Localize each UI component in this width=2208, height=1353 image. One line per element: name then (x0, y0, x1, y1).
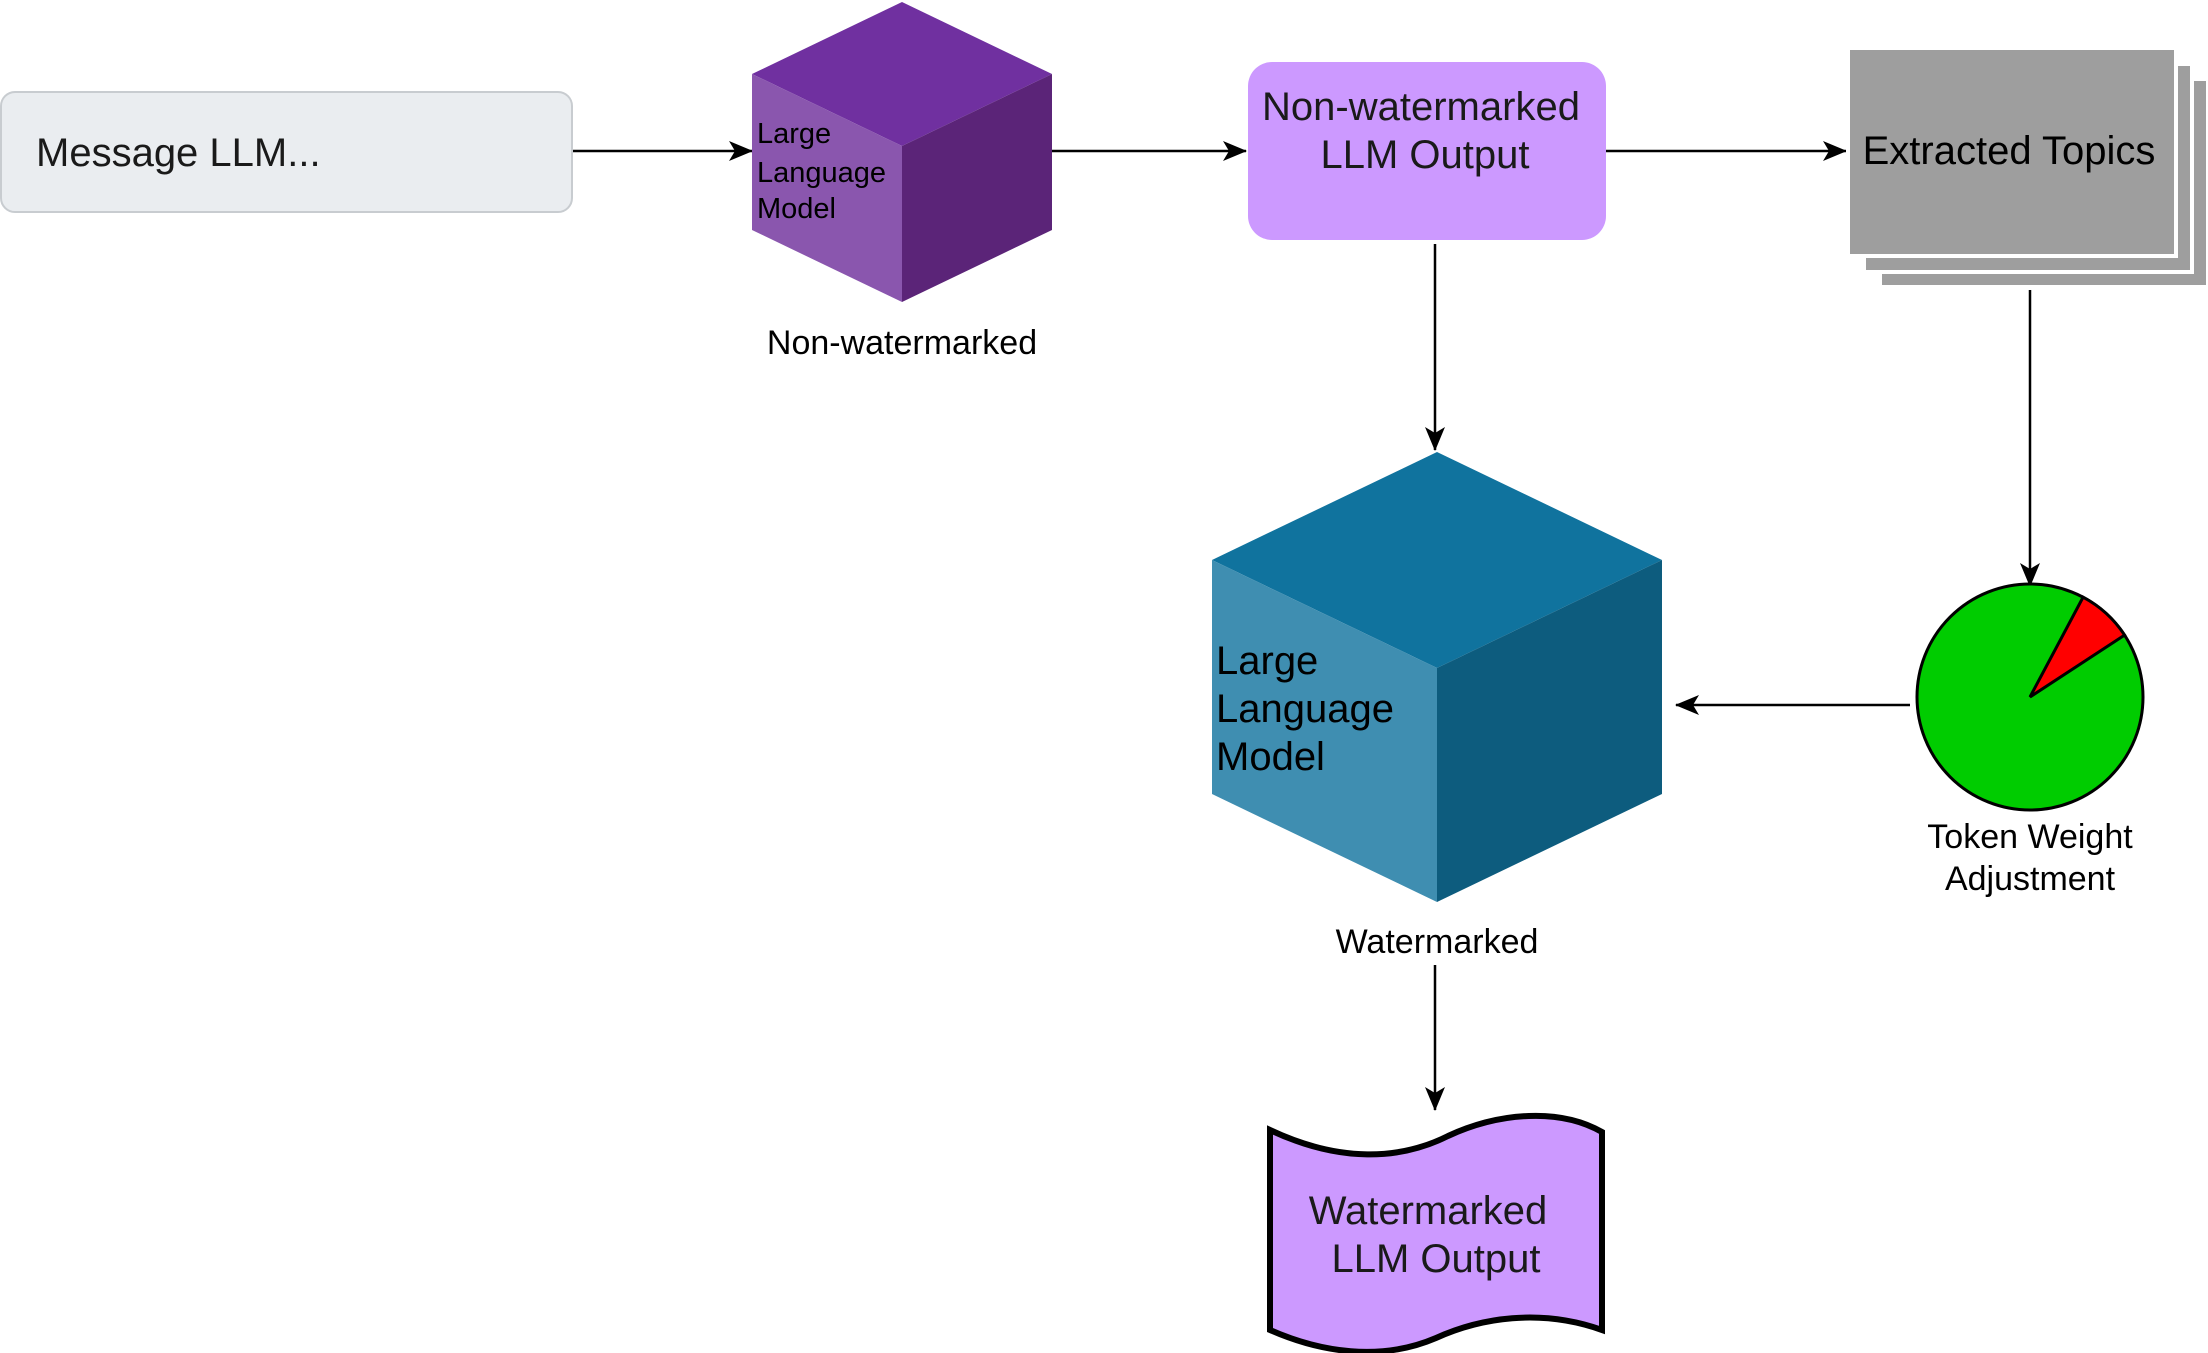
non-watermarked-output-line-1: Non-watermarked (1262, 85, 1580, 129)
non-watermarked-output-box: Non-watermarked LLM Output (1248, 62, 1606, 240)
llm-label-line-2: Language (1216, 687, 1394, 731)
llm-label-line-3: Model (1216, 735, 1325, 779)
cube-right-face (902, 74, 1052, 302)
message-input-box[interactable]: Message LLM... (0, 91, 573, 213)
token-weight-caption-line-1: Token Weight (1927, 818, 2133, 856)
watermarked-output-document: Watermarked LLM Output (1267, 1112, 1605, 1353)
watermarked-output-line-1: Watermarked (1309, 1189, 1548, 1233)
watermarked-output-line-2: LLM Output (1331, 1237, 1540, 1281)
token-weight-pie (1915, 582, 2145, 812)
connectors (572, 141, 2040, 1111)
llm-non-watermarked-caption: Non-watermarked (767, 324, 1037, 362)
message-input-placeholder: Message LLM... (36, 131, 321, 175)
llm-watermarked-cube: Large Language Model (1212, 452, 1662, 902)
cube-left-face (752, 74, 902, 302)
pie-red-slice (2028, 595, 2127, 699)
llm-label-line-1: Large (757, 118, 831, 150)
llm-label-line-3: Model (757, 193, 836, 225)
extracted-topics-stack: Extracted Topics (1846, 46, 2208, 289)
cube-right-face (1437, 560, 1662, 902)
cube-left-face (1212, 560, 1437, 902)
llm-label-line-2: Language (757, 157, 886, 189)
non-watermarked-output-shape (1248, 62, 1606, 240)
message-input-shape[interactable] (0, 91, 573, 213)
non-watermarked-output-line-2: LLM Output (1320, 133, 1529, 177)
llm-label-line-1: Large (1216, 639, 1318, 683)
watermarked-output-shape (1267, 1112, 1605, 1353)
llm-watermarked-caption: Watermarked (1336, 923, 1539, 961)
extracted-topics-label: Extracted Topics (1863, 129, 2156, 173)
llm-non-watermarked-cube: Large Language Model (752, 2, 1052, 302)
topics-front-sheet (1846, 46, 2178, 258)
token-weight-caption-line-2: Adjustment (1945, 860, 2116, 898)
